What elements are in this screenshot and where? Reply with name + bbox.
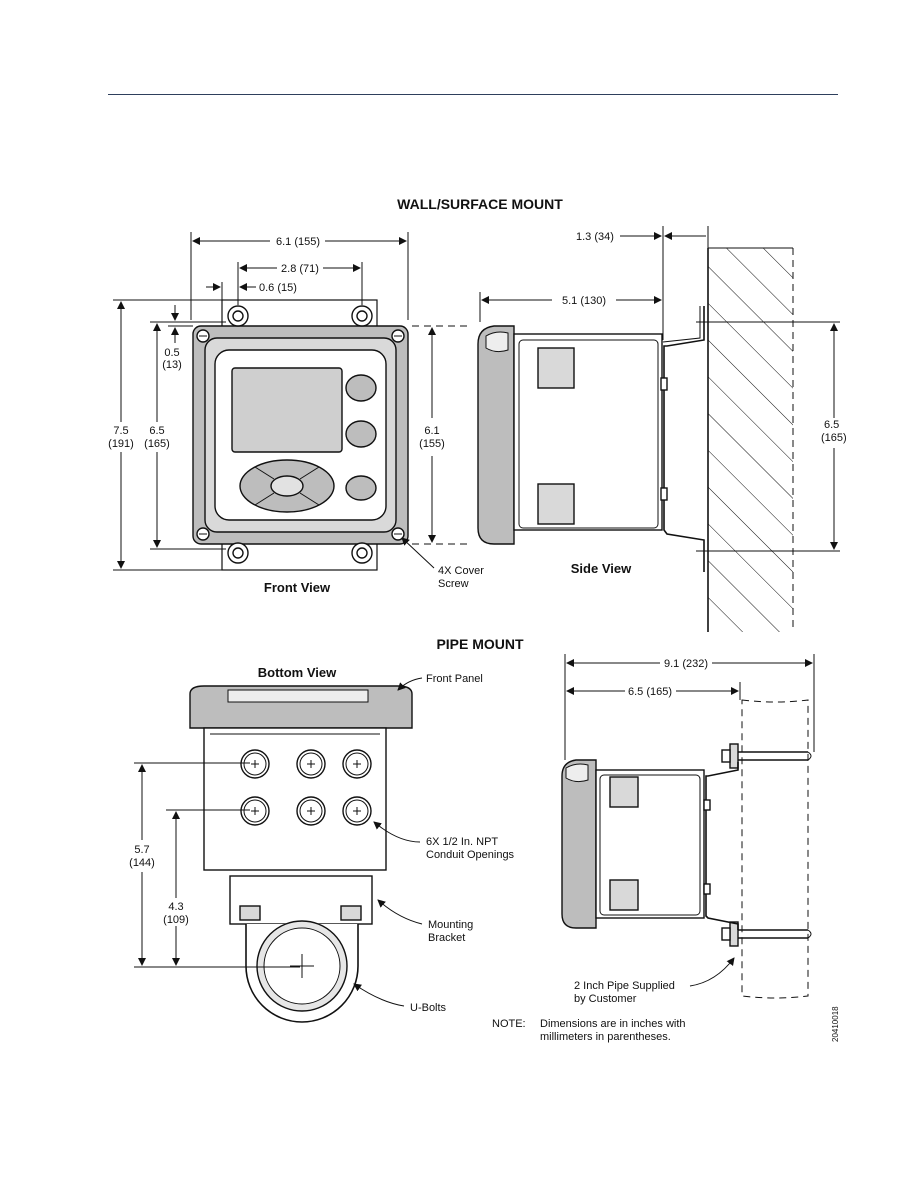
dim-pipe-depth: 6.5 (165): [628, 686, 672, 698]
callout-cover-screw: 4X Cover: [438, 565, 484, 577]
dim-top-offset: 0.5: [164, 347, 179, 359]
dim-side-height-mm: (165): [821, 432, 847, 444]
header-rule: [108, 94, 838, 95]
dim-hole-spacing: 2.8 (71): [281, 263, 319, 275]
dim-panel-height: 6.1: [424, 425, 439, 437]
dim-hole-offset: 0.6 (15): [259, 282, 297, 294]
pipe-mount-side-view: 9.1 (232) 6.5 (165) 2 Inch Pipe Supplied…: [561, 654, 815, 1005]
bottom-view: Bottom View: [129, 665, 515, 1023]
dim-standoff: 1.3 (34): [576, 231, 614, 243]
front-view: 6.1 (155) 2.8 (71) 0.6 (15) 7.5 (191): [108, 232, 484, 595]
side-view: 1.3 (34) 5.1 (130) 6.5 (165) Side View: [477, 226, 847, 632]
callout-ubolts: U-Bolts: [410, 1002, 447, 1014]
dim-hole-height: 6.5: [149, 425, 164, 437]
callout-pipe: 2 Inch Pipe Supplied: [574, 980, 675, 992]
dim-bottom-height-2: 4.3: [168, 901, 183, 913]
dim-panel-height-mm: (155): [419, 438, 445, 450]
dim-bottom-height-2-mm: (109): [163, 914, 189, 926]
callout-pipe-2: by Customer: [574, 993, 637, 1005]
dim-top-offset-mm: (13): [162, 359, 182, 371]
front-view-label: Front View: [264, 580, 331, 595]
dim-bottom-height: 5.7: [134, 844, 149, 856]
dim-hole-height-mm: (165): [144, 438, 170, 450]
callout-cover-screw-2: Screw: [438, 578, 469, 590]
dim-overall-height: 7.5: [113, 425, 128, 437]
note-label: NOTE:: [492, 1018, 526, 1030]
dim-depth: 5.1 (130): [562, 295, 606, 307]
side-view-label: Side View: [571, 561, 632, 576]
note-line-2: millimeters in parentheses.: [540, 1031, 671, 1043]
figure-id: 20410018: [831, 1006, 840, 1042]
callout-bracket: Mounting: [428, 919, 473, 931]
callout-conduit-2: Conduit Openings: [426, 849, 515, 861]
callout-front-panel: Front Panel: [426, 673, 483, 685]
bottom-view-label: Bottom View: [258, 665, 337, 680]
note-line-1: Dimensions are in inches with: [540, 1018, 686, 1030]
note: NOTE: Dimensions are in inches with mill…: [492, 1018, 686, 1043]
dim-front-width: 6.1 (155): [276, 236, 320, 248]
callout-conduit: 6X 1/2 In. NPT: [426, 836, 498, 848]
dim-overall-height-mm: (191): [108, 438, 134, 450]
wall-mount-title: WALL/SURFACE MOUNT: [397, 196, 563, 212]
pipe-mount-title: PIPE MOUNT: [436, 636, 524, 652]
dim-bottom-height-mm: (144): [129, 857, 155, 869]
callout-bracket-2: Bracket: [428, 932, 465, 944]
dim-side-height: 6.5: [824, 419, 839, 431]
dim-pipe-overall: 9.1 (232): [664, 658, 708, 670]
